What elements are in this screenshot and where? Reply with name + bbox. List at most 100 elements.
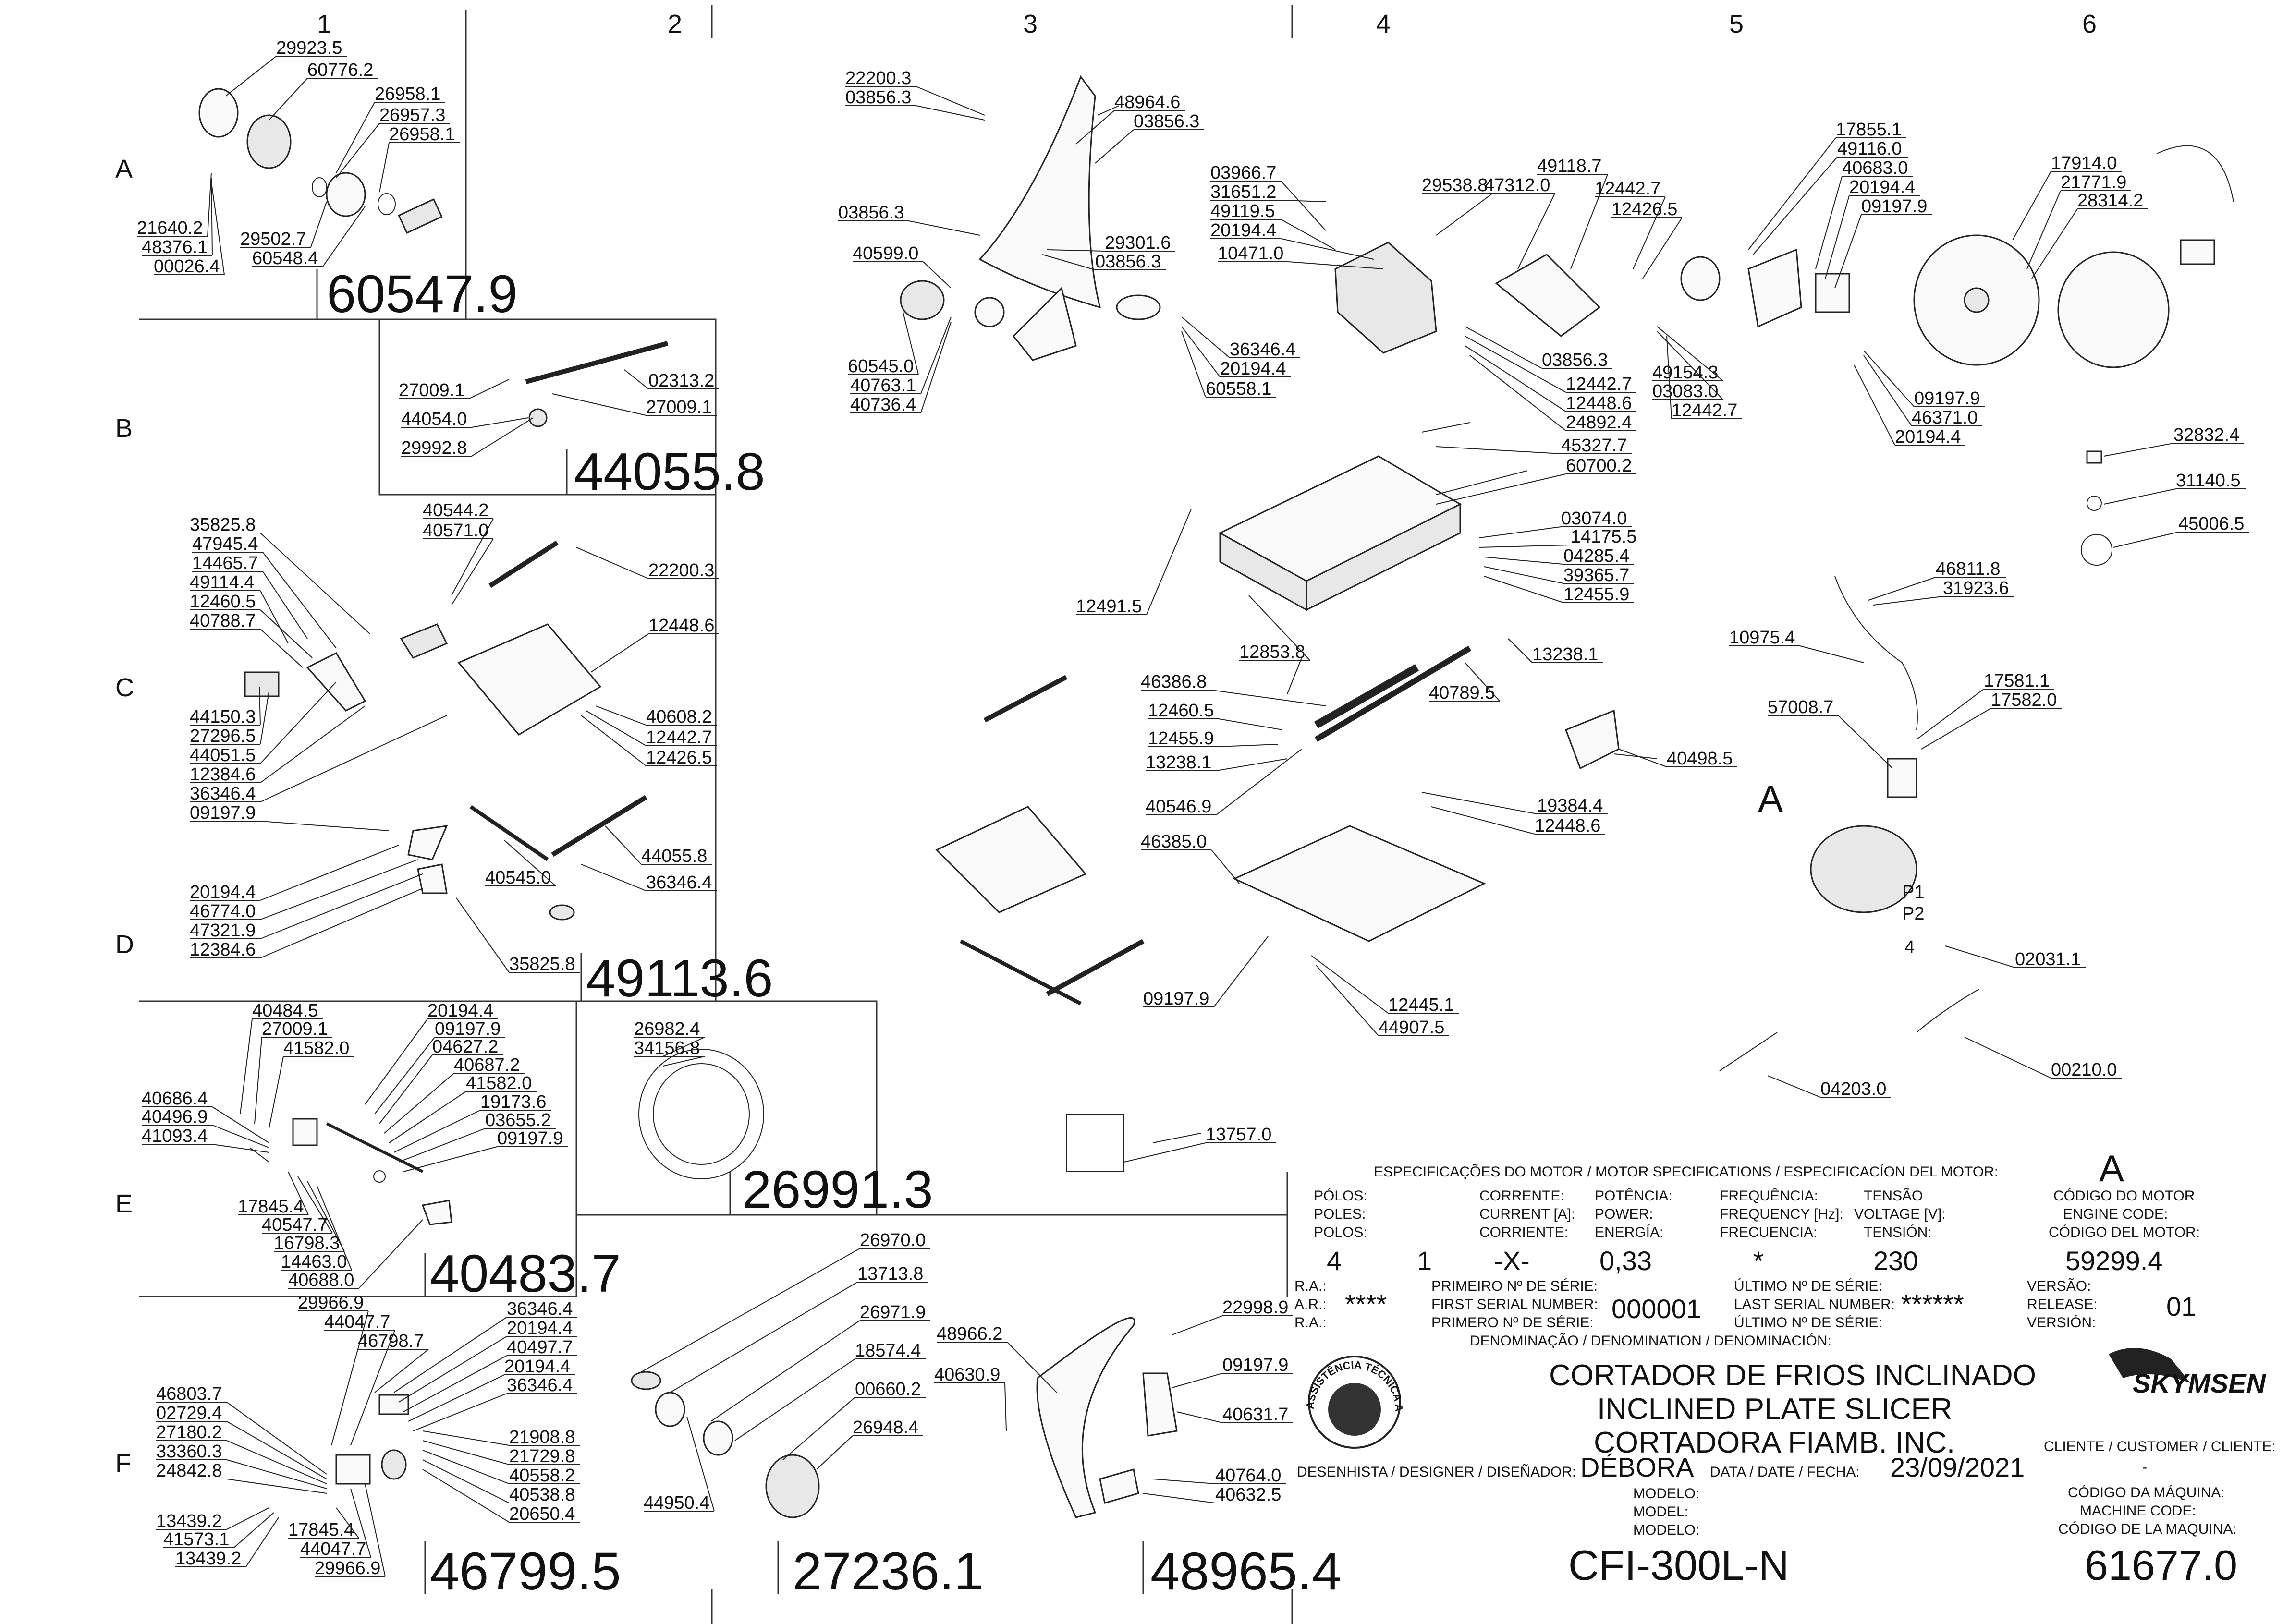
leader-line (1181, 316, 1230, 358)
part-number-label: 33360.3 (156, 1442, 222, 1462)
leader-line (1465, 336, 1566, 393)
leader-line (1863, 350, 1915, 407)
leader-line (1479, 526, 1562, 538)
leader-line (1281, 238, 1374, 260)
part-number-label: 22998.9 (1222, 1297, 1288, 1318)
leader-line (1964, 1037, 2051, 1079)
part-drawing (2087, 496, 2102, 511)
part-drawing (1012, 287, 1077, 361)
leader-line (595, 705, 647, 726)
leader-line (403, 1146, 498, 1172)
part-number-label: 18574.4 (855, 1341, 921, 1361)
leader-line (1004, 1382, 1007, 1431)
group-codes: 60547.9 44055.8 49113.6 40483.7 26991.3 … (327, 265, 1342, 1601)
group-code-g2: 44055.8 (574, 442, 765, 501)
part-number-label: 03856.3 (845, 87, 911, 108)
leader-line (322, 206, 366, 267)
current-label: CORRENTE: (1479, 1188, 1564, 1204)
leader-line (269, 78, 308, 121)
date-label: DATA / DATE / FECHA: (1710, 1464, 1860, 1480)
grid-row-E: E (115, 1189, 133, 1218)
part-drawing (1916, 989, 1979, 1033)
leader-line (393, 1110, 481, 1153)
customer-value: - (2142, 1459, 2147, 1475)
leader-line (1143, 1493, 1216, 1503)
leader-line (1854, 364, 1895, 446)
leader-line (288, 1171, 309, 1215)
part-number-label: 04627.2 (432, 1037, 498, 1057)
grid-col-1: 1 (317, 10, 331, 38)
group-code-g8: 48965.4 (1150, 1542, 1342, 1601)
part-drawing (1142, 1372, 1178, 1437)
leader-line (1465, 345, 1566, 412)
frequency-label: FREQUÊNCIA: (1720, 1188, 1818, 1204)
part-drawing (335, 1454, 371, 1485)
leader-line (254, 1037, 262, 1124)
last-serial-label: LAST SERIAL NUMBER: (1734, 1297, 1895, 1312)
part-number-label: 09197.9 (190, 803, 256, 823)
part-number-label: 40764.0 (1215, 1466, 1281, 1486)
leader-line (1517, 193, 1555, 269)
part-number-label: 22200.3 (648, 560, 714, 581)
part-drawing (378, 1394, 409, 1415)
current-value-b: -X- (1494, 1246, 1530, 1276)
leader-line (379, 142, 390, 193)
part-number-label: 40546.9 (1146, 797, 1211, 817)
leader-line (260, 821, 390, 831)
brand-wordmark: SKYMSEN (2133, 1368, 2266, 1398)
part-drawing (326, 172, 366, 217)
part-number-label: 09197.9 (1914, 388, 1980, 409)
part-number-label: 13713.8 (857, 1264, 923, 1284)
part-drawing (549, 904, 575, 921)
engine-code-label: ENGINE CODE: (2063, 1206, 2168, 1222)
part-drawing (198, 88, 239, 138)
part-number-label: 45006.5 (2178, 514, 2244, 534)
part-number-label: 12442.7 (1672, 400, 1737, 421)
part-number-label: 12426.5 (1611, 199, 1677, 219)
part-number-label: 46386.8 (1141, 672, 1207, 692)
grid-row-B: B (115, 414, 133, 443)
leader-line (469, 379, 510, 399)
leader-line (670, 1282, 858, 1393)
leader-line (1097, 105, 1120, 116)
part-number-label: 41582.0 (283, 1038, 349, 1058)
part-number-label: 20194.4 (1895, 427, 1961, 447)
frame-g4-g5-top (139, 1000, 878, 1215)
part-number-label: 21729.8 (509, 1446, 575, 1466)
poles-value: 4 (1327, 1246, 1342, 1276)
frequency-label: FREQUENCY [Hz]: (1720, 1206, 1843, 1222)
leader-line (1123, 1142, 1206, 1163)
part-drawing (978, 75, 1101, 309)
leader-line (336, 1507, 359, 1539)
part-drawing (631, 1371, 661, 1390)
leader-line (1868, 577, 1936, 601)
part-drawing (326, 1122, 424, 1173)
leader-line (226, 1507, 269, 1530)
machine-code-label: CÓDIGO DE LA MAQUINA: (2058, 1521, 2237, 1537)
version-label: RELEASE: (2027, 1297, 2098, 1312)
denomination-pt: CORTADOR DE FRIOS INCLINADO (1549, 1359, 2036, 1392)
leader-line (259, 686, 261, 726)
part-number-label: 03074.0 (1561, 509, 1627, 529)
part-drawing (421, 1200, 452, 1225)
part-number-label: 35825.8 (509, 954, 575, 974)
part-drawing (1116, 294, 1161, 320)
part-number-label: 12426.5 (646, 748, 712, 768)
leader-line (581, 864, 647, 891)
seal-ring (1308, 1356, 1401, 1449)
part-number-label: 26982.4 (634, 1019, 700, 1039)
part-number-label: 02313.2 (648, 371, 714, 391)
leader-line (269, 1056, 284, 1129)
part-number-label: 49116.0 (1837, 139, 1902, 159)
leader-line (260, 629, 303, 668)
leader-line (2012, 171, 2051, 241)
leader-line (1316, 965, 1379, 1036)
leader-line (398, 1128, 486, 1163)
part-drawing (2081, 534, 2112, 566)
part-number-label: 40687.2 (454, 1055, 520, 1075)
part-number-label: 26957.3 (379, 105, 445, 125)
leader-line (1436, 193, 1493, 236)
part-number-label: 29966.9 (298, 1293, 364, 1313)
part-number-label: 13439.2 (175, 1549, 241, 1569)
